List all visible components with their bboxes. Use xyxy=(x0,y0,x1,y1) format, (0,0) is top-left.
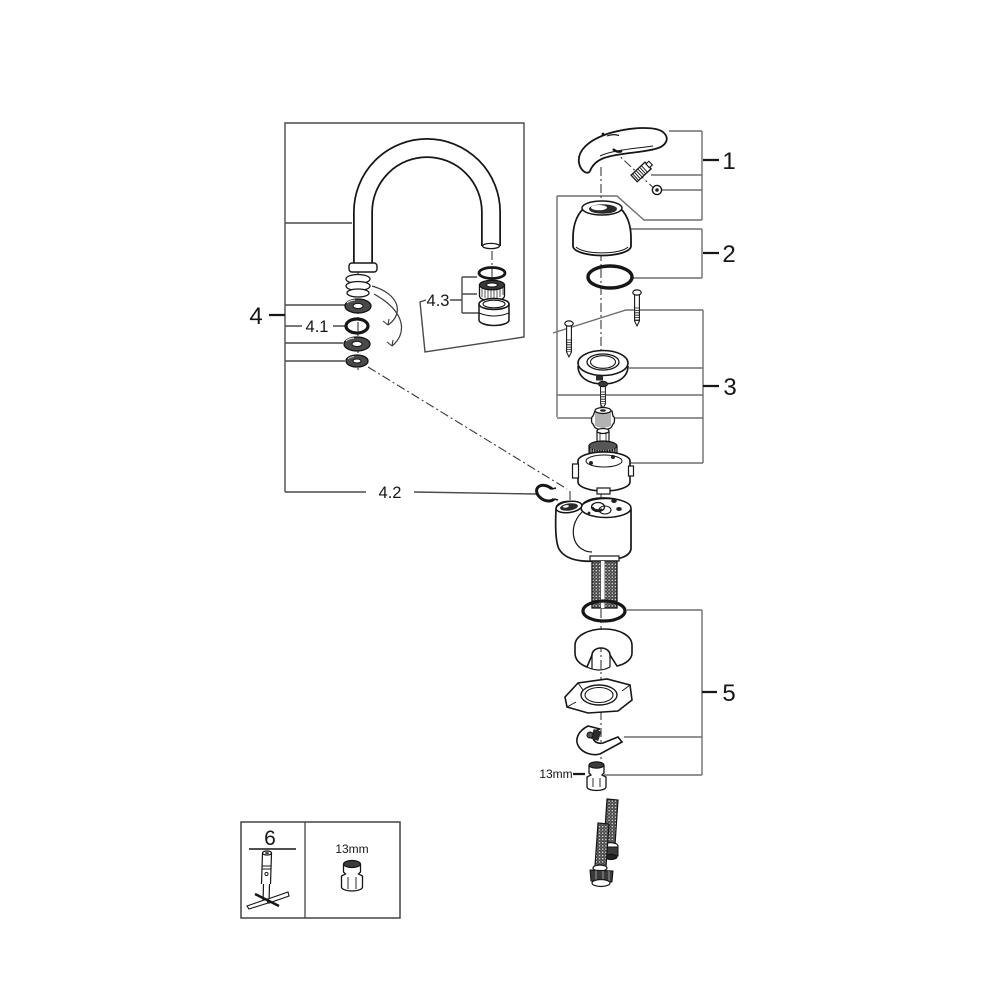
body-front-curve xyxy=(572,511,593,553)
bracket-part3 xyxy=(552,309,704,464)
callout-6-label: 6 xyxy=(264,827,276,850)
cap-o-ring xyxy=(586,264,634,290)
retaining-clip xyxy=(535,483,559,503)
callout-4-3-label: 4.3 xyxy=(427,292,450,310)
spout-outlet-rim xyxy=(481,242,501,250)
cap xyxy=(572,200,632,257)
flange-ring xyxy=(577,349,629,385)
base-washer xyxy=(345,354,369,368)
callout-3-label: 3 xyxy=(723,374,736,401)
mounting-plate xyxy=(564,678,633,714)
supply-hoses xyxy=(589,798,619,888)
spout-socket xyxy=(555,500,583,514)
label-dashes xyxy=(269,158,719,776)
callout-5-label: 5 xyxy=(722,680,735,707)
fixing-screw-left xyxy=(564,320,574,359)
shank-o-ring xyxy=(581,599,627,623)
hose-connector-size-label: 13mm xyxy=(539,767,572,781)
clamp-screw-boss xyxy=(590,729,602,741)
bracket-part1 xyxy=(651,130,703,220)
adjustment-screw xyxy=(598,380,608,409)
handle-screw xyxy=(630,160,654,183)
bearing-ring-lower xyxy=(343,336,371,352)
callout-4-label: 4 xyxy=(249,303,262,330)
mounting-tool xyxy=(246,850,290,910)
bracket-part2 xyxy=(631,228,703,279)
callout-2-label: 2 xyxy=(722,241,735,268)
callout-1-label: 1 xyxy=(722,148,735,175)
aerator-insert xyxy=(478,279,506,302)
cartridge xyxy=(571,427,635,495)
spout-base-flange xyxy=(348,262,378,273)
o-ring-4-1 xyxy=(344,317,370,335)
hose-connector-13mm xyxy=(586,761,607,792)
legend-box xyxy=(240,821,401,919)
flange-notch xyxy=(596,376,603,381)
spout-base-seals xyxy=(343,273,403,368)
lever-handle xyxy=(577,127,668,174)
callout-4-2-label: 4.2 xyxy=(379,484,402,502)
handle-screw-axis xyxy=(611,148,660,194)
spout-to-body-axis xyxy=(367,366,571,502)
fit-direction-arrows xyxy=(371,285,403,347)
detail-box-outline xyxy=(284,122,525,492)
spout-detail-box xyxy=(284,122,537,495)
labels: 1 2 3 4 4.1 4.2 4.3 5 6 13mm 13mm xyxy=(249,148,736,856)
aerator-o-ring xyxy=(477,266,507,280)
clamp-bracket xyxy=(576,725,624,756)
faucet-body xyxy=(554,497,632,563)
temperature-limiter xyxy=(590,406,616,431)
bracket-left-link xyxy=(556,195,703,419)
fixing-screw-right xyxy=(632,289,642,328)
detail-box-leaders xyxy=(285,222,537,495)
spout xyxy=(348,138,501,273)
aerator-parts xyxy=(477,266,510,327)
body-top-ports xyxy=(587,499,622,515)
callout-4-1-label: 4.1 xyxy=(306,318,329,336)
handle-notch xyxy=(612,148,623,153)
socket-adapter-13mm xyxy=(340,859,364,892)
bearing-ring-upper xyxy=(344,298,372,314)
aerator-housing xyxy=(478,297,510,327)
screw-plug xyxy=(651,184,663,196)
tool-socket-size-label: 13mm xyxy=(335,842,368,856)
horseshoe-washer xyxy=(574,628,633,671)
